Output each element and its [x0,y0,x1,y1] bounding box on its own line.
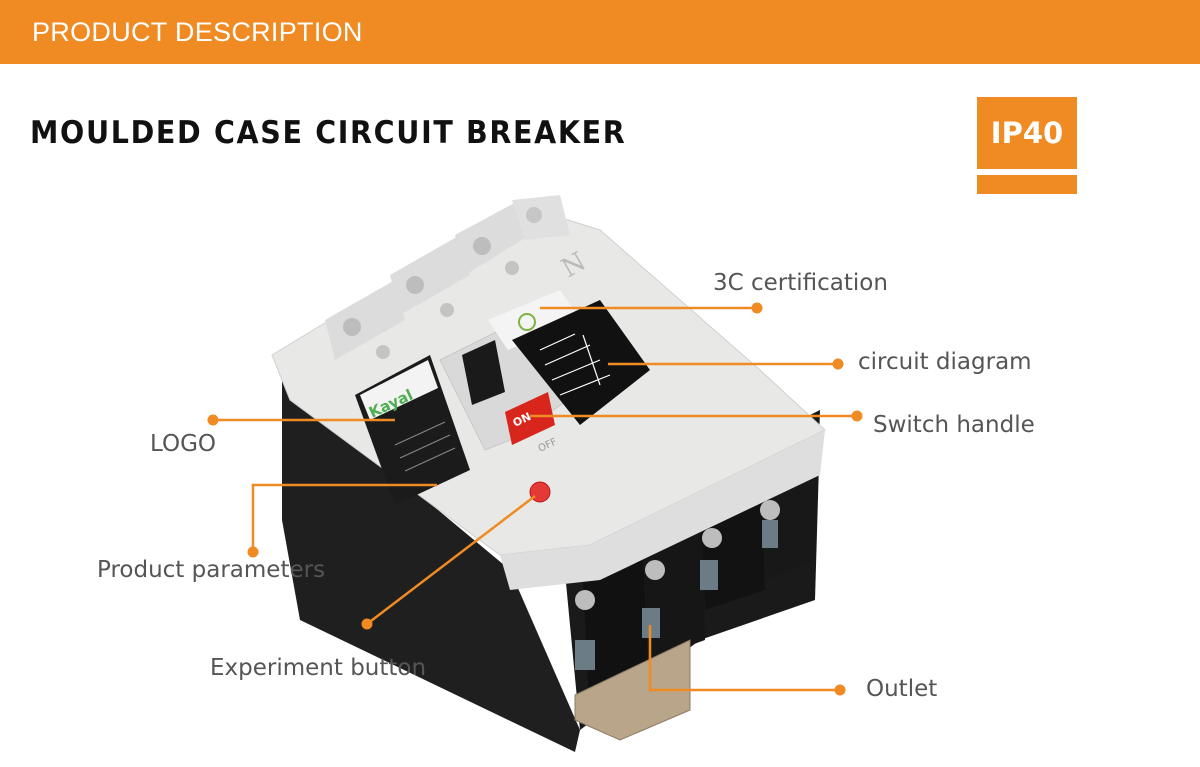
ip-badge-underline [977,175,1077,194]
callout-dot-switch [851,410,863,422]
callout-dot-logo [207,414,219,426]
callout-dot-cert [751,302,763,314]
callout-experiment-button: Experiment button [210,655,427,681]
callout-dot-experiment [361,618,373,630]
callout-3c-certification: 3C certification [713,270,888,296]
callout-dot-outlet [834,684,846,696]
ip-rating-badge: IP40 [977,97,1077,169]
callout-product-parameters: Product parameters [97,557,326,583]
header-title: PRODUCT DESCRIPTION [32,17,363,47]
outlet-busbar [574,639,691,741]
circuit-diagram-panel [512,300,650,425]
page-title: MOULDED CASE CIRCUIT BREAKER [30,115,627,151]
callout-dot-diagram [832,358,844,370]
switch-handle [462,340,505,405]
callout-logo: LOGO [150,431,217,457]
callout-switch-handle: Switch handle [873,412,1035,438]
callout-circuit-diagram: circuit diagram [858,349,1032,375]
callout-outlet: Outlet [866,676,938,702]
header-bar: PRODUCT DESCRIPTION [0,0,1200,64]
ip-rating-label: IP40 [990,116,1064,150]
breaker-base [282,380,580,752]
callout-dot-params [247,546,259,558]
3c-certification-mark [518,313,536,331]
